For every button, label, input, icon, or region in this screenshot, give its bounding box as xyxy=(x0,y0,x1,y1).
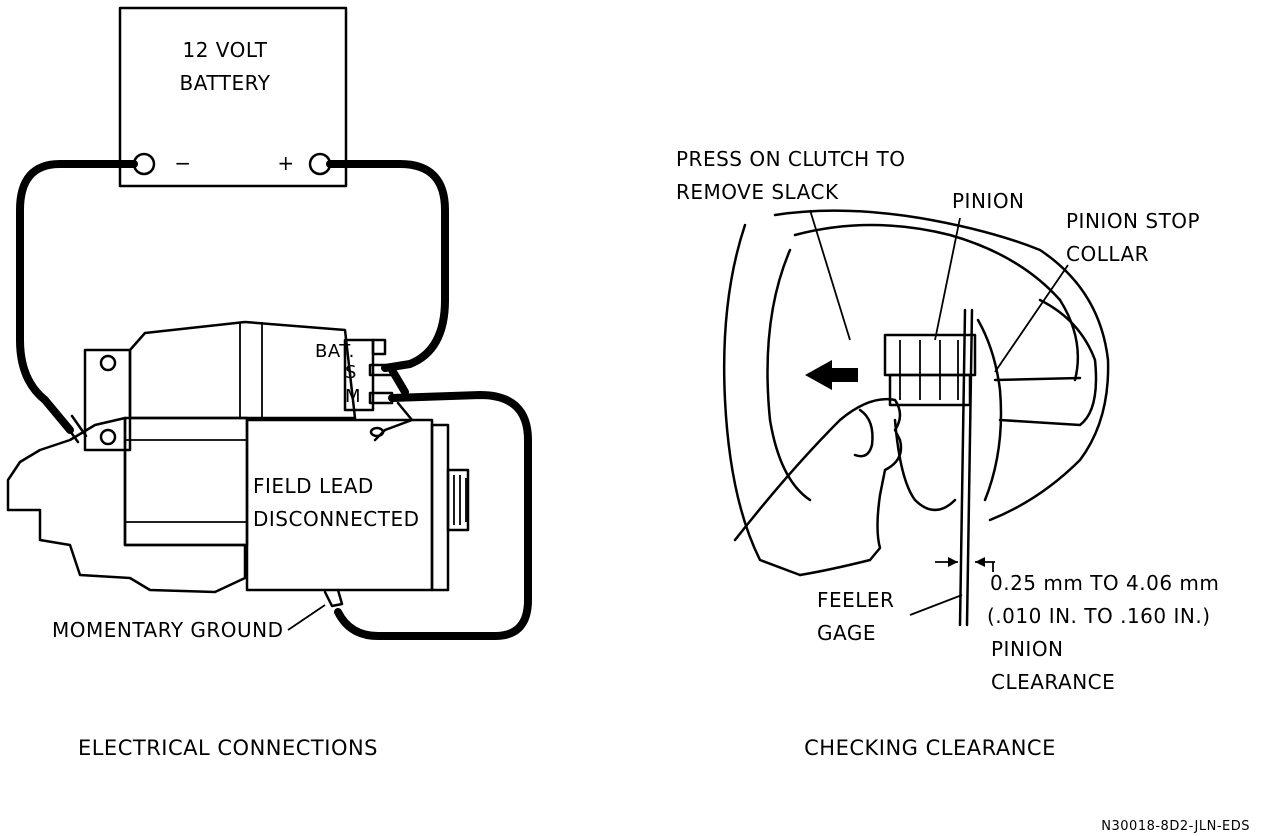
press-clutch-label-2: REMOVE SLACK xyxy=(676,180,839,204)
press-clutch-leader xyxy=(809,209,851,341)
caption-checking-clearance: CHECKING CLEARANCE xyxy=(804,736,1056,760)
dim-arrow-left xyxy=(948,557,958,567)
positive-sign: + xyxy=(277,151,294,175)
battery-label-line1: 12 VOLT xyxy=(183,38,268,62)
negative-cable xyxy=(16,160,138,434)
negative-sign: − xyxy=(174,151,191,175)
figure-id: N30018-8D2-JLN-EDS xyxy=(1101,819,1250,834)
clutch-body xyxy=(893,418,957,512)
field-lead-label-2: DISCONNECTED xyxy=(253,507,419,531)
push-arrow xyxy=(805,360,858,390)
feeler-gage xyxy=(958,308,974,627)
end-cap xyxy=(430,423,450,592)
checking-clearance-figure: PRESS ON CLUTCH TO REMOVE SLACK PINION P… xyxy=(676,147,1219,760)
housing-lobe xyxy=(998,298,1098,427)
pinion-stop-leader xyxy=(994,264,1069,373)
feeler-gage-label-1: FEELER xyxy=(817,588,894,612)
battery: 12 VOLT BATTERY − + xyxy=(118,6,348,188)
battery-label-line2: BATTERY xyxy=(180,71,271,95)
housing-inner-rim xyxy=(766,248,812,502)
bolt-hole-lower xyxy=(99,428,117,446)
press-clutch-label-1: PRESS ON CLUTCH TO xyxy=(676,147,906,171)
clearance-measure-3: PINION xyxy=(991,637,1064,661)
clearance-dimension xyxy=(935,557,995,572)
bat-terminal xyxy=(371,338,387,356)
thumb-hand xyxy=(733,397,903,577)
s-terminal-jumper xyxy=(388,366,409,396)
housing-window xyxy=(793,223,1080,382)
m-terminal-label: M xyxy=(345,386,361,407)
clearance-measure-1: 0.25 mm TO 4.06 mm xyxy=(990,571,1219,595)
field-lead-label-1: FIELD LEAD xyxy=(253,474,374,498)
electrical-connections-figure: 12 VOLT BATTERY − + xyxy=(6,6,532,760)
clearance-measure-2: (.010 IN. TO .160 IN.) xyxy=(987,604,1211,628)
bat-terminal-label: BAT. xyxy=(315,341,355,362)
thumb-nail xyxy=(853,408,874,458)
frame-left xyxy=(123,416,249,547)
caption-electrical-connections: ELECTRICAL CONNECTIONS xyxy=(78,736,378,760)
push-arrow-shaft xyxy=(830,368,858,382)
motor-frame xyxy=(245,418,434,592)
feeler-blade-edge-1 xyxy=(958,308,967,627)
solenoid-body xyxy=(128,320,357,420)
pinion-leader xyxy=(934,217,961,341)
feeler-gage-label-2: GAGE xyxy=(817,621,876,645)
s-terminal-label: S xyxy=(345,362,357,383)
pinion-teeth-upper xyxy=(883,333,977,377)
pinion-stop-label-2: COLLAR xyxy=(1066,242,1149,266)
feeler-gage-leader xyxy=(909,594,963,616)
clearance-measure-4: CLEARANCE xyxy=(991,670,1115,694)
drive-housing xyxy=(6,416,247,594)
commutator-end xyxy=(446,468,470,532)
pinion-label: PINION xyxy=(952,189,1025,213)
starter-motor xyxy=(6,348,470,608)
drive-housing-outline xyxy=(722,209,1110,577)
momentary-ground-cable xyxy=(334,391,532,640)
pinion-stop-collar xyxy=(976,318,1003,502)
ground-tab xyxy=(323,588,344,608)
momentary-ground-label: MOMENTARY GROUND xyxy=(52,618,284,642)
push-arrow-head xyxy=(805,360,832,390)
positive-cable xyxy=(326,160,449,372)
shaft-line xyxy=(993,376,1082,382)
momentary-ground-leader xyxy=(287,604,326,631)
pinion-stop-label-1: PINION STOP xyxy=(1066,209,1200,233)
feeler-blade-edge-2 xyxy=(965,308,974,627)
mounting-flange xyxy=(83,348,132,452)
solenoid: BAT. S M xyxy=(128,320,394,420)
field-lead-eye xyxy=(369,426,385,438)
battery-case xyxy=(118,6,348,188)
bolt-hole-upper xyxy=(99,354,117,372)
dim-arrow-right xyxy=(975,557,985,567)
